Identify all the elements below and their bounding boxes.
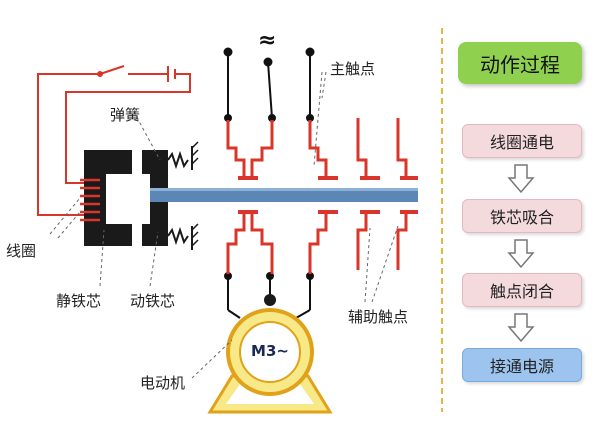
- callout-lines: [49, 71, 399, 379]
- springs: [167, 141, 199, 250]
- label-spring: 弹簧: [110, 106, 141, 124]
- flow-step-1: 线圈通电: [462, 124, 582, 158]
- operating-bar: [150, 188, 418, 202]
- arrow-2: [507, 239, 535, 269]
- flow-title: 动作过程: [458, 42, 582, 84]
- label-moving-core: 动铁芯: [130, 292, 176, 310]
- main-contacts: [226, 120, 338, 274]
- label-coil: 线圈: [6, 242, 37, 260]
- motor: [207, 294, 333, 414]
- flow-step-4: 接通电源: [462, 348, 582, 382]
- label-aux-contact: 辅助触点: [348, 308, 409, 326]
- coil-circuit: [37, 65, 191, 216]
- label-main-contact: 主触点: [330, 60, 376, 78]
- switch-blade: [99, 65, 125, 75]
- switch-pivot: [97, 71, 103, 77]
- flow-arrows: [507, 164, 535, 343]
- coil-wire-outer: [37, 73, 100, 216]
- label-motor: 电动机: [140, 374, 186, 392]
- flow-step-2: 铁芯吸合: [462, 199, 582, 233]
- flow-step-3: 触点闭合: [462, 273, 582, 307]
- spring-top: [167, 150, 189, 170]
- ac-symbol: ≈: [258, 28, 277, 53]
- motor-symbol: M3~: [251, 342, 289, 360]
- coil-wire-inner: [65, 73, 191, 184]
- static-core: [80, 150, 132, 246]
- aux-contacts: [356, 118, 418, 270]
- arrow-1: [507, 164, 535, 194]
- arrow-3: [507, 313, 535, 343]
- spring-bottom: [167, 226, 189, 246]
- label-static-core: 静铁芯: [56, 292, 102, 310]
- coil-winding: [80, 178, 100, 222]
- main-power-lines: [223, 47, 315, 319]
